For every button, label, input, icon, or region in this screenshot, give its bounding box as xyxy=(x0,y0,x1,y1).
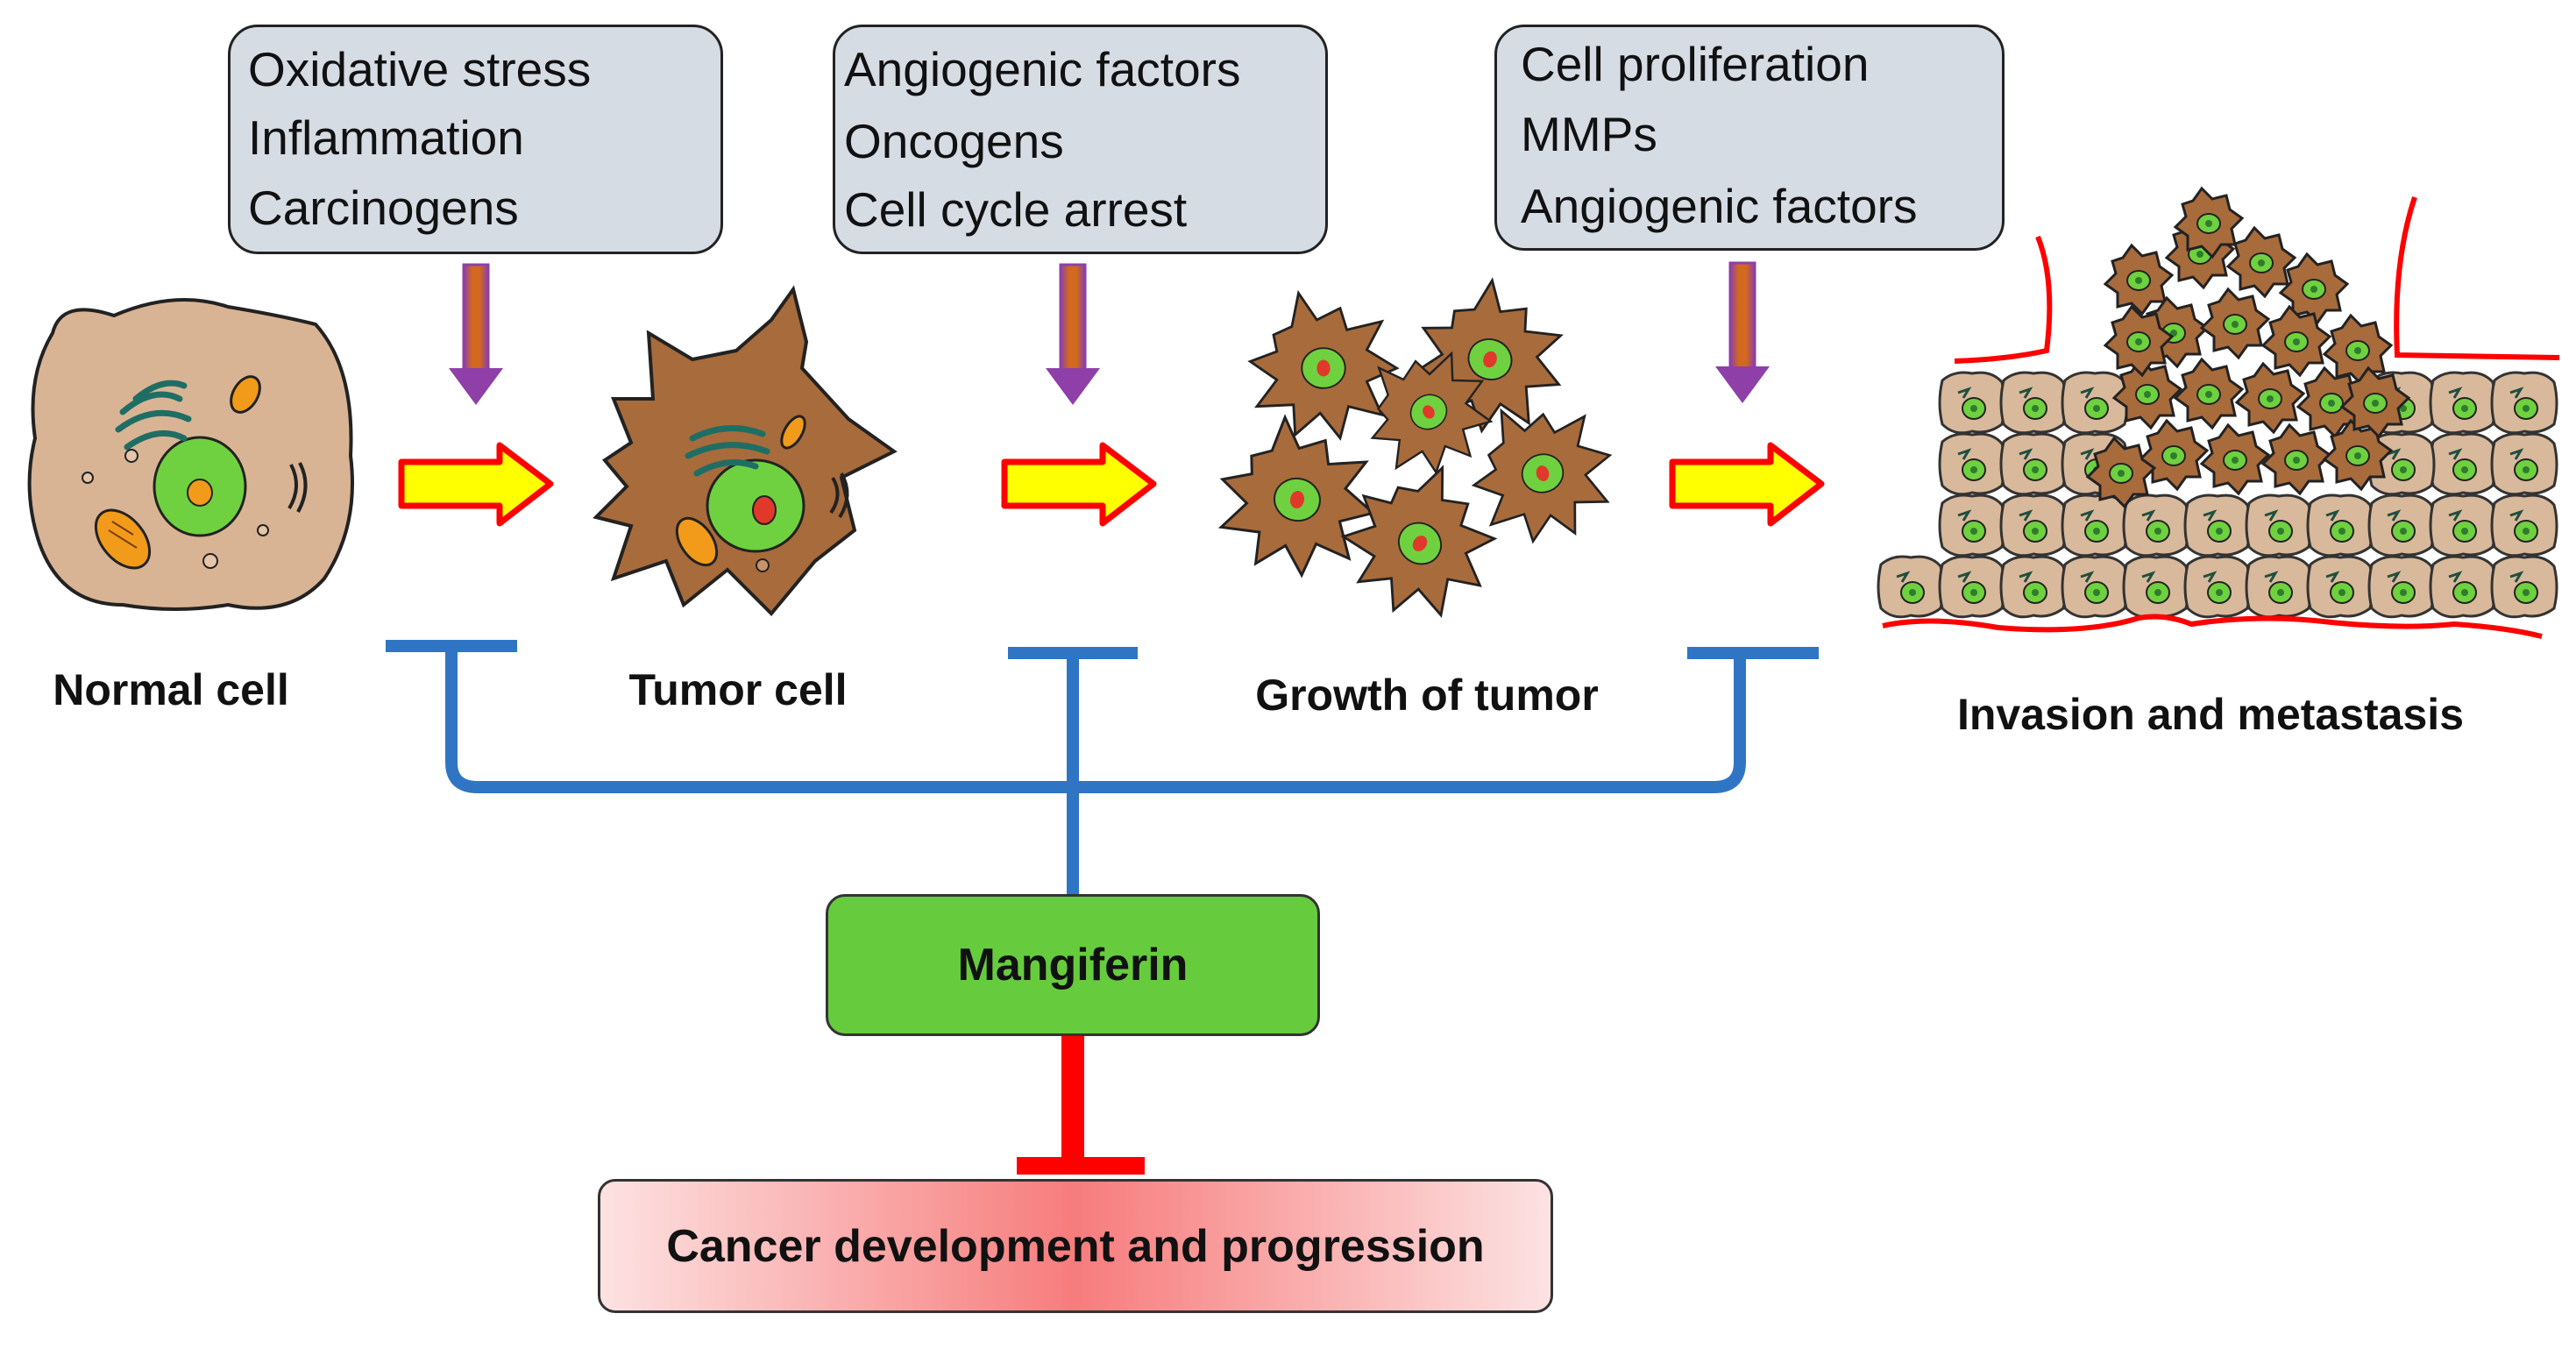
factor-inflammation: Inflammation xyxy=(248,110,524,165)
tumor-cell-illustration xyxy=(593,285,898,616)
purple-down-arrow-2 xyxy=(1046,263,1100,405)
mangiferin-inhibition-lines xyxy=(386,640,1819,894)
mangiferin-outcome-inhibition xyxy=(1017,1036,1145,1175)
flow-arrow-2 xyxy=(1001,442,1157,527)
factor-cell-proliferation: Cell proliferation xyxy=(1521,37,1870,91)
purple-down-arrow-3 xyxy=(1715,261,1770,403)
normal-cell-illustration xyxy=(27,298,354,611)
label-normal-cell: Normal cell xyxy=(53,665,289,714)
factor-oxidative-stress: Oxidative stress xyxy=(248,42,592,96)
tumor-growth-cluster xyxy=(1207,262,1629,644)
risk-factor-box xyxy=(228,25,723,254)
factor-angiogenic: Angiogenic factors xyxy=(844,42,1241,96)
factor-cell-cycle-arrest: Cell cycle arrest xyxy=(844,182,1188,237)
label-tumor-cell: Tumor cell xyxy=(628,665,848,714)
invasion-tissue xyxy=(1877,187,2560,639)
mangiferin-box: Mangiferin xyxy=(826,894,1320,1036)
factor-mmps: MMPs xyxy=(1521,107,1657,161)
growth-factor-box xyxy=(1494,25,2005,251)
cancer-outcome-box: Cancer development and progression xyxy=(598,1179,1553,1313)
factor-angiogenic-2: Angiogenic factors xyxy=(1521,179,1918,233)
purple-down-arrow-1 xyxy=(449,263,503,405)
label-growth-of-tumor: Growth of tumor xyxy=(1255,671,1599,720)
flow-arrow-1 xyxy=(398,442,554,527)
flow-arrow-3 xyxy=(1669,442,1825,527)
cancer-outcome-label: Cancer development and progression xyxy=(666,1220,1485,1272)
mangiferin-label: Mangiferin xyxy=(957,940,1189,990)
factor-oncogens: Oncogens xyxy=(844,114,1064,168)
factor-carcinogens: Carcinogens xyxy=(248,181,519,235)
tumor-factor-box xyxy=(833,25,1328,254)
label-invasion-metastasis: Invasion and metastasis xyxy=(1956,690,2465,739)
